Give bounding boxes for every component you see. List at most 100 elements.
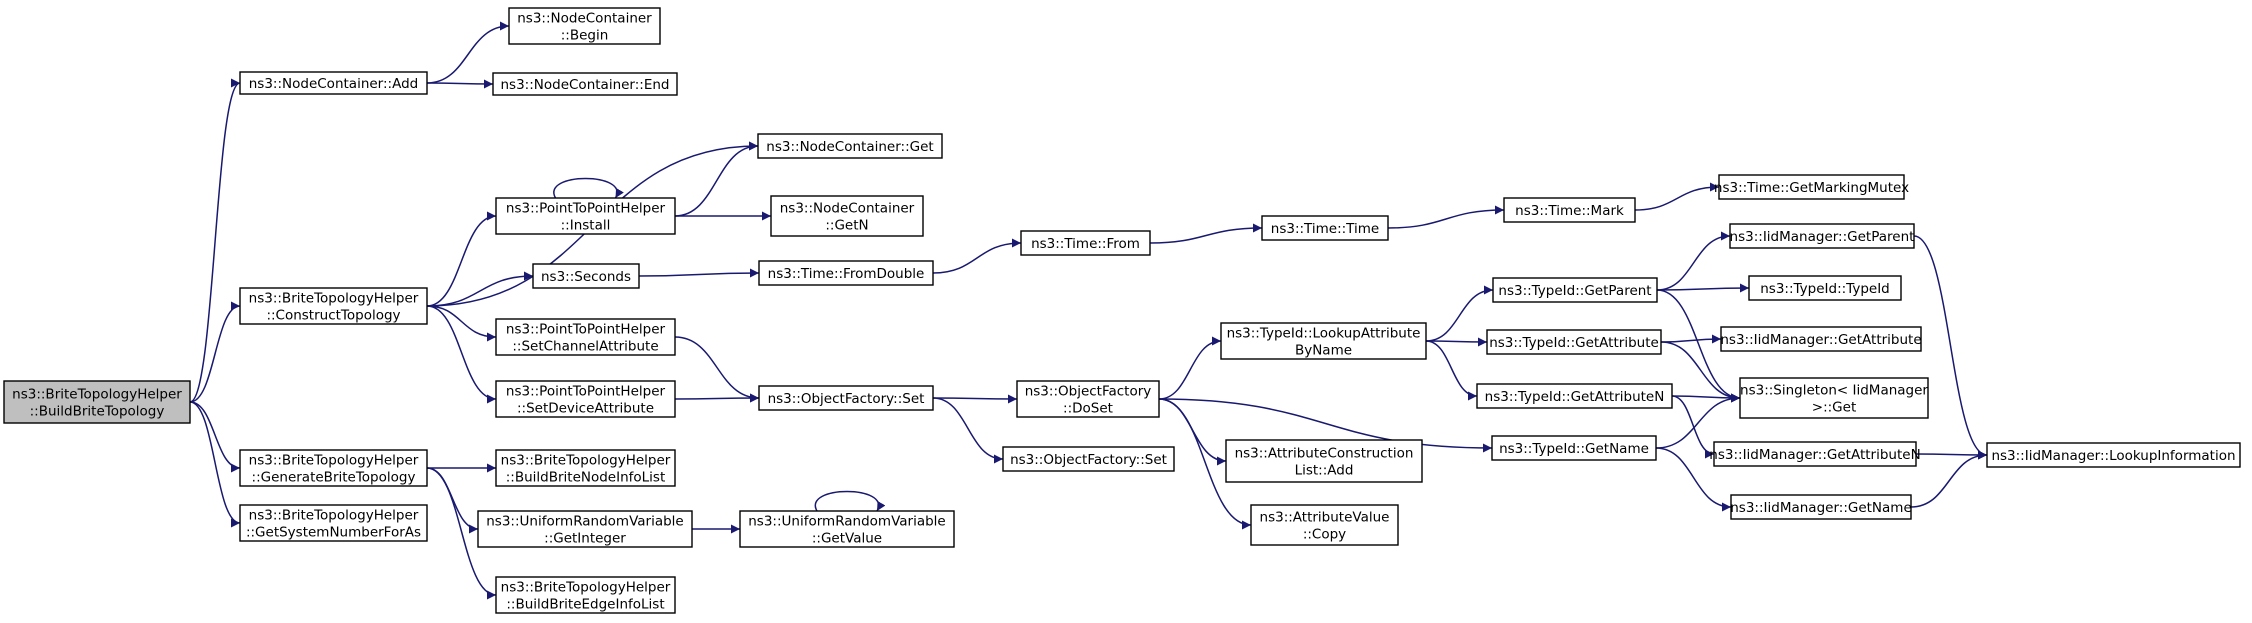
node-label: ns3::Seconds	[541, 269, 631, 285]
node-tid-getattr[interactable]: ns3::TypeId::GetAttribute	[1486, 329, 1662, 355]
node-label: >::Get	[1812, 400, 1856, 416]
node-edgeinfo[interactable]: ns3::BriteTopologyHelper::BuildBriteEdge…	[495, 576, 676, 614]
node-tid-typeid[interactable]: ns3::TypeId::TypeId	[1748, 275, 1902, 301]
node-label: ::ConstructTopology	[266, 308, 400, 324]
node-label: ns3::UniformRandomVariable	[748, 514, 946, 530]
node-label: ns3::Time::From	[1031, 236, 1140, 252]
edge-generate-to-urv-getint	[426, 467, 479, 534]
node-label: ns3::NodeContainer	[517, 11, 652, 27]
edge-tid-getattr-to-singleton	[1660, 341, 1741, 403]
node-iid-lookup[interactable]: ns3::IidManager::LookupInformation	[1986, 442, 2241, 468]
node-box	[1503, 197, 1636, 223]
node-box	[508, 7, 661, 45]
node-label: ns3::BriteTopologyHelper	[249, 508, 419, 524]
node-root[interactable]: ns3::BriteTopologyHelper::BuildBriteTopo…	[3, 380, 191, 424]
node-label: ns3::BriteTopologyHelper	[12, 387, 182, 403]
edge-root-to-sysnum	[189, 401, 241, 528]
node-box	[1492, 277, 1658, 303]
node-tid-getparent[interactable]: ns3::TypeId::GetParent	[1492, 277, 1658, 303]
node-nodeinfo[interactable]: ns3::BriteTopologyHelper::BuildBriteNode…	[495, 449, 676, 487]
node-time-mark[interactable]: ns3::Time::Mark	[1503, 197, 1636, 223]
node-sysnum[interactable]: ns3::BriteTopologyHelper::GetSystemNumbe…	[239, 504, 428, 542]
node-box	[1002, 446, 1175, 472]
node-nc-getn[interactable]: ns3::NodeContainer::GetN	[770, 195, 924, 237]
node-label: ns3::TypeId::GetParent	[1498, 283, 1651, 299]
edge-urv-getvalue-to-urv-getvalue	[814, 490, 886, 512]
node-tid-getname[interactable]: ns3::TypeId::GetName	[1491, 435, 1657, 461]
nodes-layer: ns3::BriteTopologyHelper::BuildBriteTopo…	[3, 7, 2241, 614]
node-iid-getparent[interactable]: ns3::IidManager::GetParent	[1729, 223, 1915, 249]
node-singleton[interactable]: ns3::Singleton< IidManager >::Get	[1739, 377, 1929, 419]
node-iid-getname[interactable]: ns3::IidManager::GetName	[1730, 494, 1912, 520]
node-box	[1730, 494, 1912, 520]
node-label: ns3::TypeId::GetAttribute	[1489, 335, 1659, 351]
node-tid-getattrn[interactable]: ns3::TypeId::GetAttributeN	[1476, 383, 1673, 409]
node-box	[739, 510, 955, 548]
node-box	[495, 449, 676, 487]
node-label: ns3::TypeId::GetName	[1499, 441, 1649, 457]
node-label: ns3::Time::Time	[1271, 221, 1379, 237]
node-nc-begin[interactable]: ns3::NodeContainer::Begin	[508, 7, 661, 45]
node-nc-end[interactable]: ns3::NodeContainer::End	[492, 72, 678, 96]
edge-nc-add-to-nc-end	[426, 79, 494, 89]
node-p2p-setdev[interactable]: ns3::PointToPointHelper::SetDeviceAttrib…	[495, 380, 676, 418]
edge-tid-getname-to-iid-getname	[1655, 447, 1732, 512]
node-label: ::GenerateBriteTopology	[252, 470, 416, 486]
node-time-time[interactable]: ns3::Time::Time	[1261, 215, 1389, 241]
node-label: ns3::NodeContainer::End	[501, 77, 670, 93]
node-label: ::SetChannelAttribute	[512, 339, 658, 355]
node-seconds[interactable]: ns3::Seconds	[532, 263, 640, 289]
node-box	[1718, 174, 1905, 200]
node-iid-getattrn[interactable]: ns3::IidManager::GetAttributeN	[1709, 441, 1921, 467]
node-label: ns3::TypeId::GetAttributeN	[1485, 389, 1665, 405]
node-construct[interactable]: ns3::BriteTopologyHelper::ConstructTopol…	[239, 287, 428, 325]
node-p2p-setchan[interactable]: ns3::PointToPointHelper::SetChannelAttri…	[495, 318, 676, 356]
edge-tid-getattrn-to-iid-getattrn	[1671, 395, 1715, 459]
node-box	[1220, 322, 1427, 360]
node-box	[1250, 504, 1399, 546]
node-label: ns3::TypeId::LookupAttribute	[1227, 326, 1421, 342]
node-label: ns3::PointToPointHelper	[506, 384, 666, 400]
node-urv-getint[interactable]: ns3::UniformRandomVariable::GetInteger	[477, 510, 693, 548]
edge-of-set-to-of-doset	[932, 394, 1018, 404]
node-of-set[interactable]: ns3::ObjectFactory::Set	[758, 385, 934, 411]
node-label: ns3::Time::Mark	[1515, 203, 1624, 219]
node-label: ns3::BriteTopologyHelper	[501, 580, 671, 596]
edge-iid-getname-to-iid-lookup	[1910, 450, 1988, 508]
node-av-copy[interactable]: ns3::AttributeValue::Copy	[1250, 504, 1399, 546]
node-nc-get[interactable]: ns3::NodeContainer::Get	[757, 133, 943, 159]
node-label: ::Copy	[1303, 527, 1346, 543]
edge-construct-to-p2p-install	[426, 211, 497, 307]
node-time-from[interactable]: ns3::Time::From	[1020, 230, 1151, 256]
node-label: ::Install	[561, 218, 611, 234]
node-of-set2[interactable]: ns3::ObjectFactory::Set	[1002, 446, 1175, 472]
node-box	[1225, 439, 1423, 483]
node-iid-getattr[interactable]: ns3::IidManager::GetAttribute	[1720, 326, 1922, 352]
edge-of-set-to-of-set2	[932, 397, 1004, 464]
node-label: ::GetSystemNumberForAs	[246, 525, 421, 541]
node-box	[1486, 329, 1662, 355]
node-time-mutex[interactable]: ns3::Time::GetMarkingMutex	[1714, 174, 1909, 200]
node-of-doset[interactable]: ns3::ObjectFactory::DoSet	[1016, 380, 1160, 418]
node-label: ns3::IidManager::GetAttributeN	[1709, 447, 1920, 463]
node-generate[interactable]: ns3::BriteTopologyHelper::GenerateBriteT…	[239, 449, 428, 487]
edge-tid-lookup-to-tid-getattr	[1425, 337, 1488, 347]
edge-root-to-nc-add	[189, 78, 241, 403]
node-time-fromdouble[interactable]: ns3::Time::FromDouble	[758, 260, 934, 286]
node-p2p-install[interactable]: ns3::PointToPointHelper::Install	[495, 197, 676, 235]
edge-of-doset-to-av-copy	[1158, 398, 1252, 530]
edge-p2p-setchan-to-of-set	[674, 336, 760, 403]
edges-layer	[189, 21, 1988, 600]
node-label: List::Add	[1295, 463, 1354, 479]
node-label: ::BuildBriteEdgeInfoList	[506, 597, 664, 613]
node-label: ::GetValue	[812, 531, 882, 547]
node-nc-add[interactable]: ns3::NodeContainer::Add	[239, 71, 428, 95]
node-label: ns3::ObjectFactory::Set	[768, 391, 925, 407]
edge-tid-getparent-to-tid-typeid	[1656, 283, 1750, 293]
node-box	[1020, 230, 1151, 256]
node-urv-getvalue[interactable]: ns3::UniformRandomVariable::GetValue	[739, 510, 955, 548]
node-box	[477, 510, 693, 548]
